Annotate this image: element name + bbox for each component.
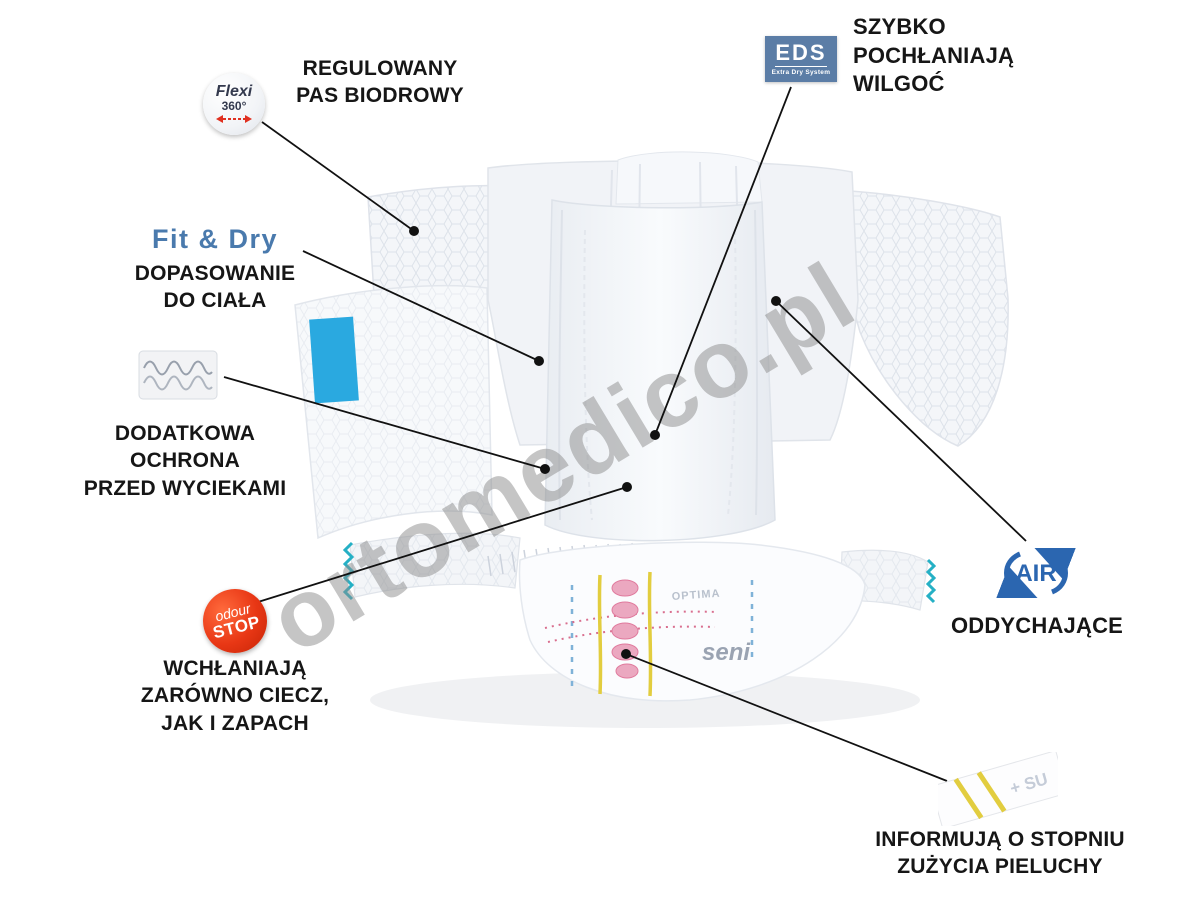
label-dodatkowa-ochrona: DODATKOWA OCHRONA PRZED WYCIEKAMI	[83, 422, 287, 500]
callout-dots	[409, 226, 781, 659]
diaper-left-wing-lower	[294, 285, 493, 540]
seni-logo-text: seni	[702, 639, 751, 666]
wetness-line-left	[597, 574, 603, 695]
leak-guard-icon	[138, 350, 218, 400]
flexi-360-badge: Flexi 360°	[203, 73, 265, 135]
diaper-core	[544, 199, 776, 542]
eds-badge: EDS Extra Dry System	[765, 36, 837, 82]
teal-edge-left	[342, 541, 355, 601]
teal-edge-right	[925, 558, 937, 604]
diaper-right-wing	[831, 189, 1009, 447]
wetness-indicator-image: + SU	[938, 752, 1058, 826]
label-informuja-o-stopniu: INFORMUJĄ O STOPNIU ZUŻYCIA PIELUCHY	[875, 828, 1125, 879]
label-dopasowanie-do-ciala: DOPASOWANIE DO CIAŁA	[134, 262, 296, 313]
flexi-badge-degrees: 360°	[221, 99, 247, 114]
air-badge-text: AIR	[1015, 560, 1056, 587]
flexi-arrows-icon	[216, 114, 252, 123]
label-regulowany-pas-biodrowy: REGULOWANY PAS BIODROWY	[296, 57, 464, 108]
optima-text: OPTIMA	[671, 588, 720, 603]
diaper-front-panel: OPTIMA seni	[518, 541, 866, 702]
diaper-blue-tape	[309, 316, 359, 404]
air-badge-icon: AIR	[994, 548, 1078, 598]
label-oddychajace: ODDYCHAJĄCE	[950, 613, 1124, 638]
fit-dry-logo: Fit & Dry	[151, 224, 278, 254]
label-szybko-pochlaniaja: SZYBKO POCHŁANIAJĄ WILGOĆ	[853, 14, 1015, 97]
eds-badge-sub: Extra Dry System	[771, 69, 831, 76]
label-wchlaniaja-ciecz-zapach: WCHŁANIAJĄ ZARÓWNO CIECZ, JAK I ZAPACH	[140, 657, 330, 735]
wetness-line-right	[647, 571, 653, 697]
diaper-side-band-left	[342, 532, 521, 601]
eds-badge-main: EDS	[775, 40, 827, 67]
flexi-badge-text: Flexi	[215, 83, 253, 101]
